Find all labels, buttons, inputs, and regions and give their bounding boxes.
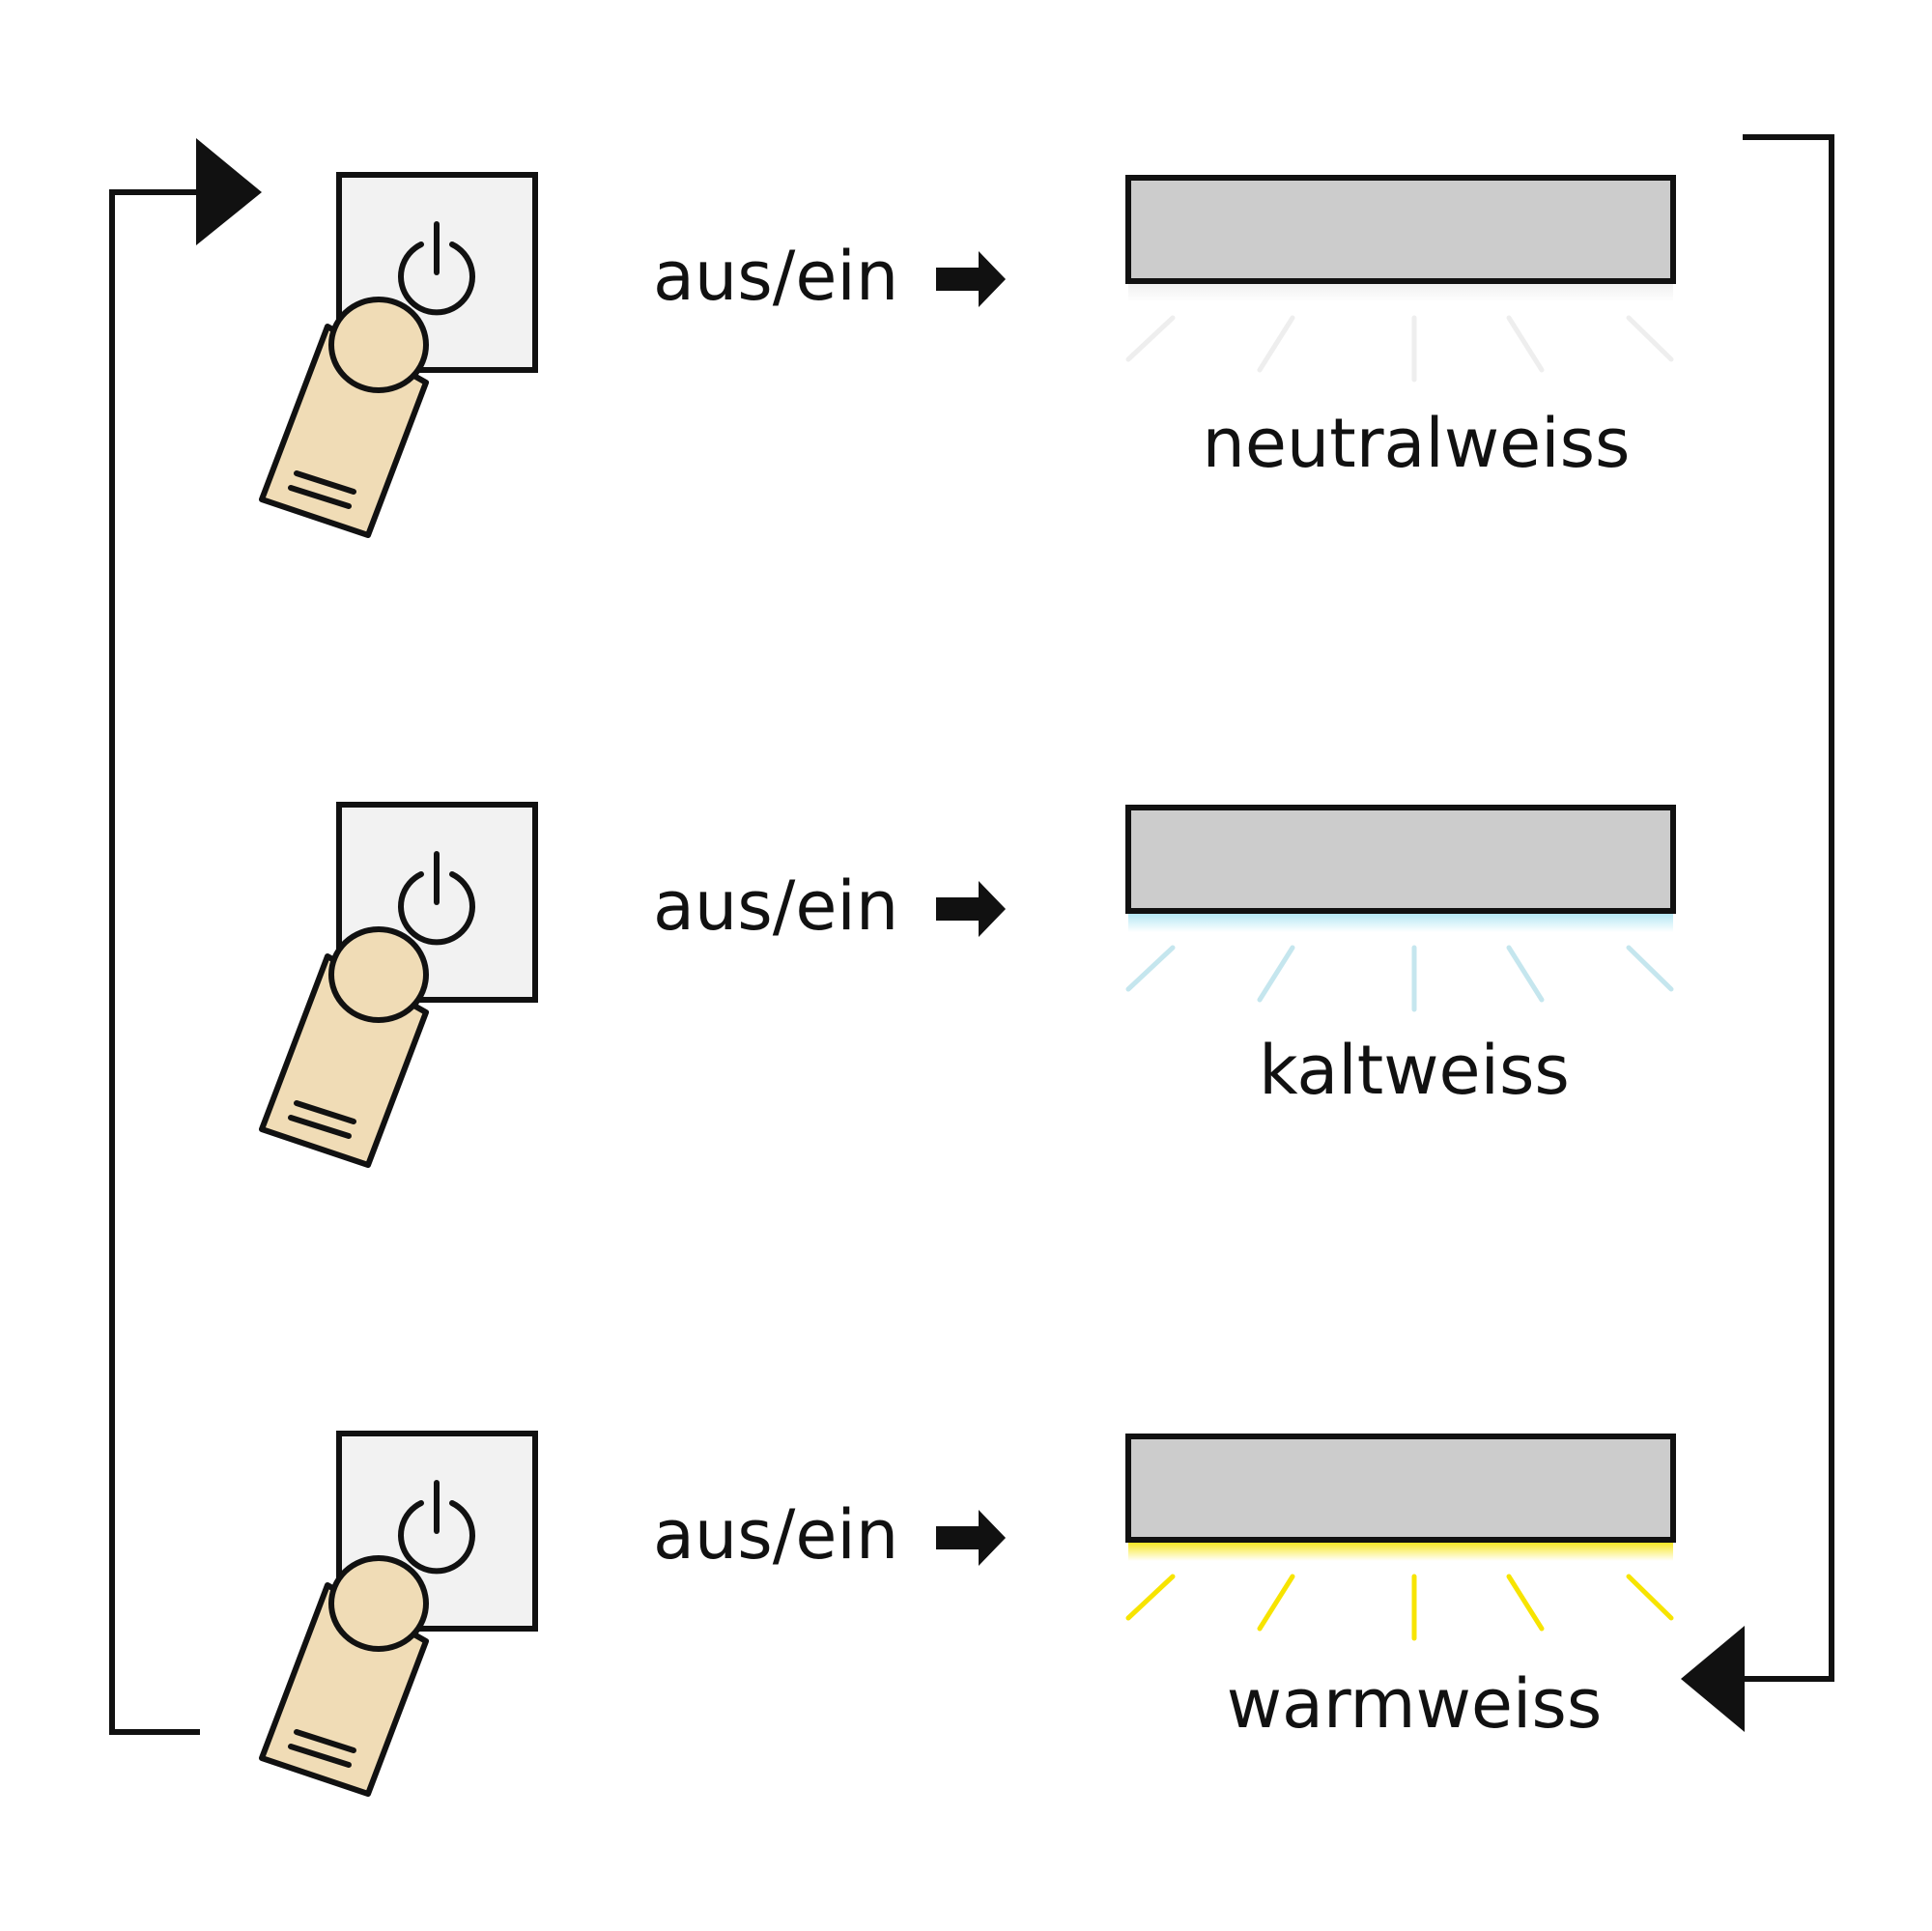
lamp-glow [1128,911,1673,932]
mode-label: kaltweiss [1259,1031,1570,1110]
step-warm: aus/ein warmweiss [259,1431,1676,1797]
power-icon [398,1480,475,1575]
lamp-bar [1125,1434,1676,1543]
arrow-right-icon [936,1510,1006,1566]
light-rays [1125,1574,1674,1641]
left-loop-line [109,189,208,1735]
right-loop-line [1734,134,1834,1682]
light-rays [1125,945,1674,1012]
step-cold: aus/ein kaltweiss [259,802,1676,1168]
loop-arrowhead-bottom [1681,1626,1745,1732]
action-label: aus/ein [653,237,898,316]
lamp-bar [1125,805,1676,914]
lamp-glow [1128,1540,1673,1561]
finger-icon [259,1555,429,1797]
action-label: aus/ein [653,866,898,946]
lamp-glow [1128,281,1673,302]
mode-label: neutralweiss [1202,404,1630,483]
step-neutral: aus/ein neutralweiss [259,172,1676,538]
power-icon [398,221,475,316]
finger-icon [259,297,429,538]
power-icon [398,851,475,946]
finger-icon [259,926,429,1168]
action-label: aus/ein [653,1495,898,1575]
light-rays [1125,315,1674,383]
arrow-right-icon [936,251,1006,307]
arrow-right-icon [936,881,1006,937]
mode-label: warmweiss [1227,1664,1603,1744]
lamp-bar [1125,175,1676,284]
loop-arrowhead-top [196,138,262,245]
